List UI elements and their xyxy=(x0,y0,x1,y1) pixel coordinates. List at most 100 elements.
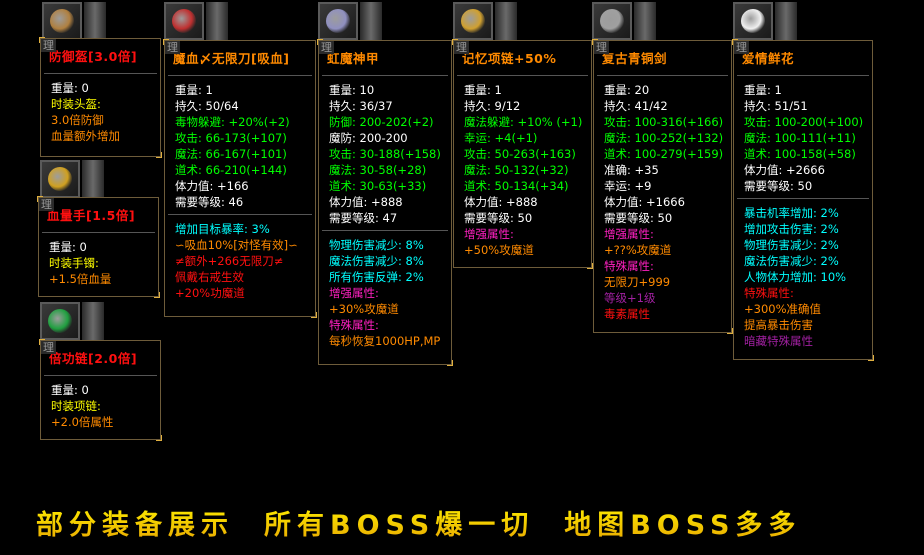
ring-icon[interactable] xyxy=(164,2,228,42)
attribute-line: 攻击: 66-173(+107) xyxy=(175,131,287,145)
banner-text-3: 地图BOSS多多 xyxy=(564,510,802,541)
tab-label: 理 xyxy=(165,41,180,54)
attribute-line: 增强属性: xyxy=(464,227,514,241)
attribute-line: 增加目标暴率: 3% xyxy=(175,222,270,236)
attribute-line: 体力值: +2666 xyxy=(744,163,825,177)
attribute-line: 道术: 100-158(+58) xyxy=(744,147,856,161)
attribute-line: 时装项链: xyxy=(51,399,101,413)
attribute-line: 时装手镯: xyxy=(49,256,99,270)
attribute-line: 特殊属性: xyxy=(744,286,794,300)
tab-label: 理 xyxy=(594,41,609,54)
attribute-line: 持久: 41/42 xyxy=(604,99,668,113)
item-sprite xyxy=(326,9,350,33)
attribute-line: 血量额外增加 xyxy=(51,129,120,143)
item-sprite xyxy=(50,9,74,33)
attribute-line: 3.0倍防御 xyxy=(51,113,104,127)
tab-label: 理 xyxy=(734,41,749,54)
divider xyxy=(322,75,448,76)
attribute-line: 道术: 50-134(+34) xyxy=(464,179,569,193)
item-title: 血量手[1.5倍] xyxy=(47,208,136,223)
attribute-line: 重量: 20 xyxy=(604,83,650,97)
attribute-line: +1.5倍血量 xyxy=(49,272,112,286)
divider xyxy=(737,75,869,76)
attribute-line: 体力值: +166 xyxy=(175,179,249,193)
sword-icon[interactable] xyxy=(592,2,656,42)
divider xyxy=(457,75,588,76)
item-title: 魔血〆无限刀[吸血] xyxy=(173,51,290,66)
attribute-line: 攻击: 30-188(+158) xyxy=(329,147,441,161)
attribute-section: 增加目标暴率: 3%∽吸血10%[对怪有效]∽≠额外+266无限刀≠佩戴右戒生效… xyxy=(165,221,315,303)
promo-banner: 部分装备展示所有BOSS爆一切地图BOSS多多 xyxy=(36,503,831,542)
divider xyxy=(168,75,312,76)
attribute-line: 需要等级: 47 xyxy=(329,211,398,225)
necklace-icon[interactable] xyxy=(40,302,104,342)
item-sprite xyxy=(600,9,624,33)
attribute-line: 人物体力增加: 10% xyxy=(744,270,847,284)
attribute-line: ∽吸血10%[对怪有效]∽ xyxy=(175,238,298,252)
tab-label: 理 xyxy=(41,39,56,52)
banner-text-1: 部分装备展示 xyxy=(36,510,234,541)
item-title: 爱情鲜花 xyxy=(742,51,795,66)
attribute-line: 幸运: +4(+1) xyxy=(464,131,538,145)
attribute-line: 物理伤害减少: 2% xyxy=(744,238,839,252)
attribute-line: +50%攻魔道 xyxy=(464,243,534,257)
attribute-line: 重量: 0 xyxy=(51,383,89,397)
bracelet-icon[interactable] xyxy=(40,160,104,200)
attribute-line: 增强属性: xyxy=(604,227,654,241)
attribute-line: 重量: 1 xyxy=(744,83,782,97)
attribute-section: 重量: 0 时装项链: +2.0倍属性 xyxy=(41,382,160,432)
attribute-line: ≠额外+266无限刀≠ xyxy=(175,254,284,268)
attribute-line: 无限刀+999 xyxy=(604,275,671,289)
helmet-icon[interactable] xyxy=(42,2,106,42)
attribute-line: 特殊属性: xyxy=(604,259,654,273)
attribute-line: 重量: 1 xyxy=(464,83,502,97)
attribute-line: 重量: 10 xyxy=(329,83,375,97)
attribute-line: 魔法: 100-252(+132) xyxy=(604,131,724,145)
divider xyxy=(597,75,728,76)
attribute-line: 防御: 200-202(+2) xyxy=(329,115,434,129)
attribute-line: 道术: 66-210(+144) xyxy=(175,163,287,177)
attribute-line: 攻击: 50-263(+163) xyxy=(464,147,576,161)
banner-text-2: 所有BOSS爆一切 xyxy=(264,510,535,541)
attribute-line: 重量: 1 xyxy=(175,83,213,97)
tab-label: 理 xyxy=(454,41,469,54)
attribute-line: 毒物躲避: +20%(+2) xyxy=(175,115,290,129)
divider xyxy=(44,375,157,376)
flower-icon[interactable] xyxy=(733,2,797,42)
attribute-section: 物理伤害减少: 8%魔法伤害减少: 8%所有伤害反弹: 2%增强属性:+30%攻… xyxy=(319,237,451,351)
attribute-line: 魔法伤害减少: 8% xyxy=(329,254,424,268)
attribute-line: 道术: 100-279(+159) xyxy=(604,147,724,161)
item-title: 记忆项链+50% xyxy=(462,51,557,66)
attribute-line: 增加攻击伤害: 2% xyxy=(744,222,839,236)
attribute-section: 暴击机率增加: 2%增加攻击伤害: 2%物理伤害减少: 2%魔法伤害减少: 2%… xyxy=(734,205,872,351)
attribute-line: +2.0倍属性 xyxy=(51,415,114,429)
armor-icon[interactable] xyxy=(318,2,382,42)
attribute-line: +20%功魔道 xyxy=(175,286,245,300)
attribute-line: 重量: 0 xyxy=(49,240,87,254)
attribute-line: 攻击: 100-200(+100) xyxy=(744,115,864,129)
attribute-line: 持久: 36/37 xyxy=(329,99,393,113)
tab-label: 理 xyxy=(319,41,334,54)
attribute-line: 魔法: 100-111(+11) xyxy=(744,131,856,145)
tab-label: 理 xyxy=(39,198,54,211)
necklace-icon[interactable] xyxy=(453,2,517,42)
attribute-line: 魔法伤害减少: 2% xyxy=(744,254,839,268)
divider xyxy=(44,73,157,74)
item-title: 防御盔[3.0倍] xyxy=(49,49,138,64)
attribute-line: 等级+1级 xyxy=(604,291,656,305)
attribute-line: 持久: 9/12 xyxy=(464,99,521,113)
attribute-line: +300%准确值 xyxy=(744,302,822,316)
divider xyxy=(322,230,448,231)
attribute-line: 魔法: 30-58(+28) xyxy=(329,163,427,177)
attribute-line: 需要等级: 50 xyxy=(744,179,813,193)
attribute-line: 增强属性: xyxy=(329,286,379,300)
attribute-line: 每秒恢复1000HP,MP xyxy=(329,334,441,348)
item-sprite xyxy=(461,9,485,33)
